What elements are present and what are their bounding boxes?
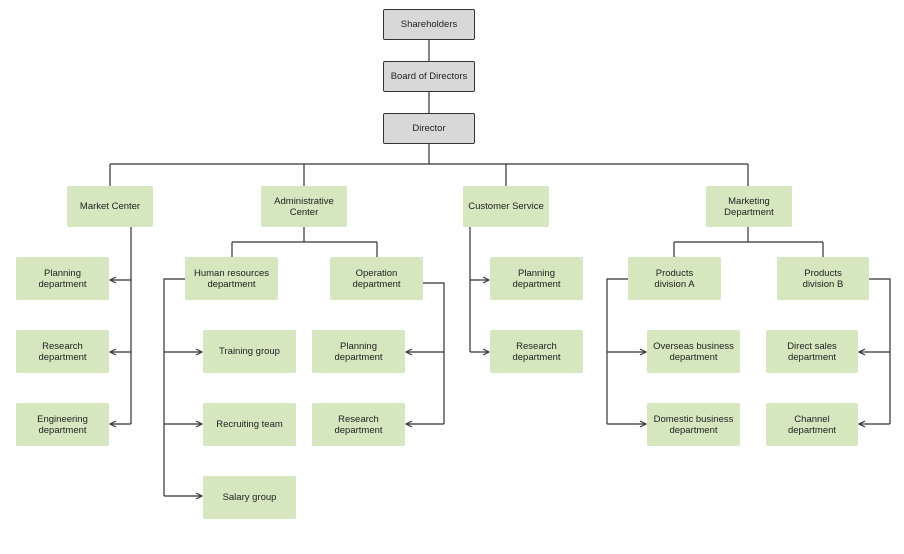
node-director: Director	[383, 113, 475, 144]
connector-marketing-split	[673, 227, 824, 257]
node-overseas-business: Overseas business department	[647, 330, 740, 373]
node-recruiting-team: Recruiting team	[203, 403, 296, 446]
connector-prodb-trunk	[869, 278, 891, 424]
node-products-division-b: Products division B	[777, 257, 869, 300]
node-cs-planning: Planning department	[490, 257, 583, 300]
connector-admin-split	[231, 227, 378, 257]
node-board-of-directors: Board of Directors	[383, 61, 475, 92]
node-human-resources: Human resources department	[185, 257, 278, 300]
node-operation-department: Operation department	[330, 257, 423, 300]
connector-operation-trunk	[423, 282, 445, 424]
node-channel-department: Channel department	[766, 403, 858, 446]
connector-proda-trunk	[606, 278, 628, 424]
node-marketing-department: Marketing Department	[706, 186, 792, 227]
node-direct-sales: Direct sales department	[766, 330, 858, 373]
node-operation-planning: Planning department	[312, 330, 405, 373]
connector-director-centers	[109, 144, 749, 186]
node-market-research: Research department	[16, 330, 109, 373]
node-cs-research: Research department	[490, 330, 583, 373]
node-shareholders: Shareholders	[383, 9, 475, 40]
node-domestic-business: Domestic business department	[647, 403, 740, 446]
node-administrative-center: Administrative Center	[261, 186, 347, 227]
node-market-planning: Planning department	[16, 257, 109, 300]
node-operation-research: Research department	[312, 403, 405, 446]
node-market-center: Market Center	[67, 186, 153, 227]
node-customer-service: Customer Service	[463, 186, 549, 227]
connector-hr-trunk	[163, 278, 185, 496]
node-products-division-a: Products division A	[628, 257, 721, 300]
node-market-engineering: Engineering department	[16, 403, 109, 446]
node-training-group: Training group	[203, 330, 296, 373]
node-salary-group: Salary group	[203, 476, 296, 519]
